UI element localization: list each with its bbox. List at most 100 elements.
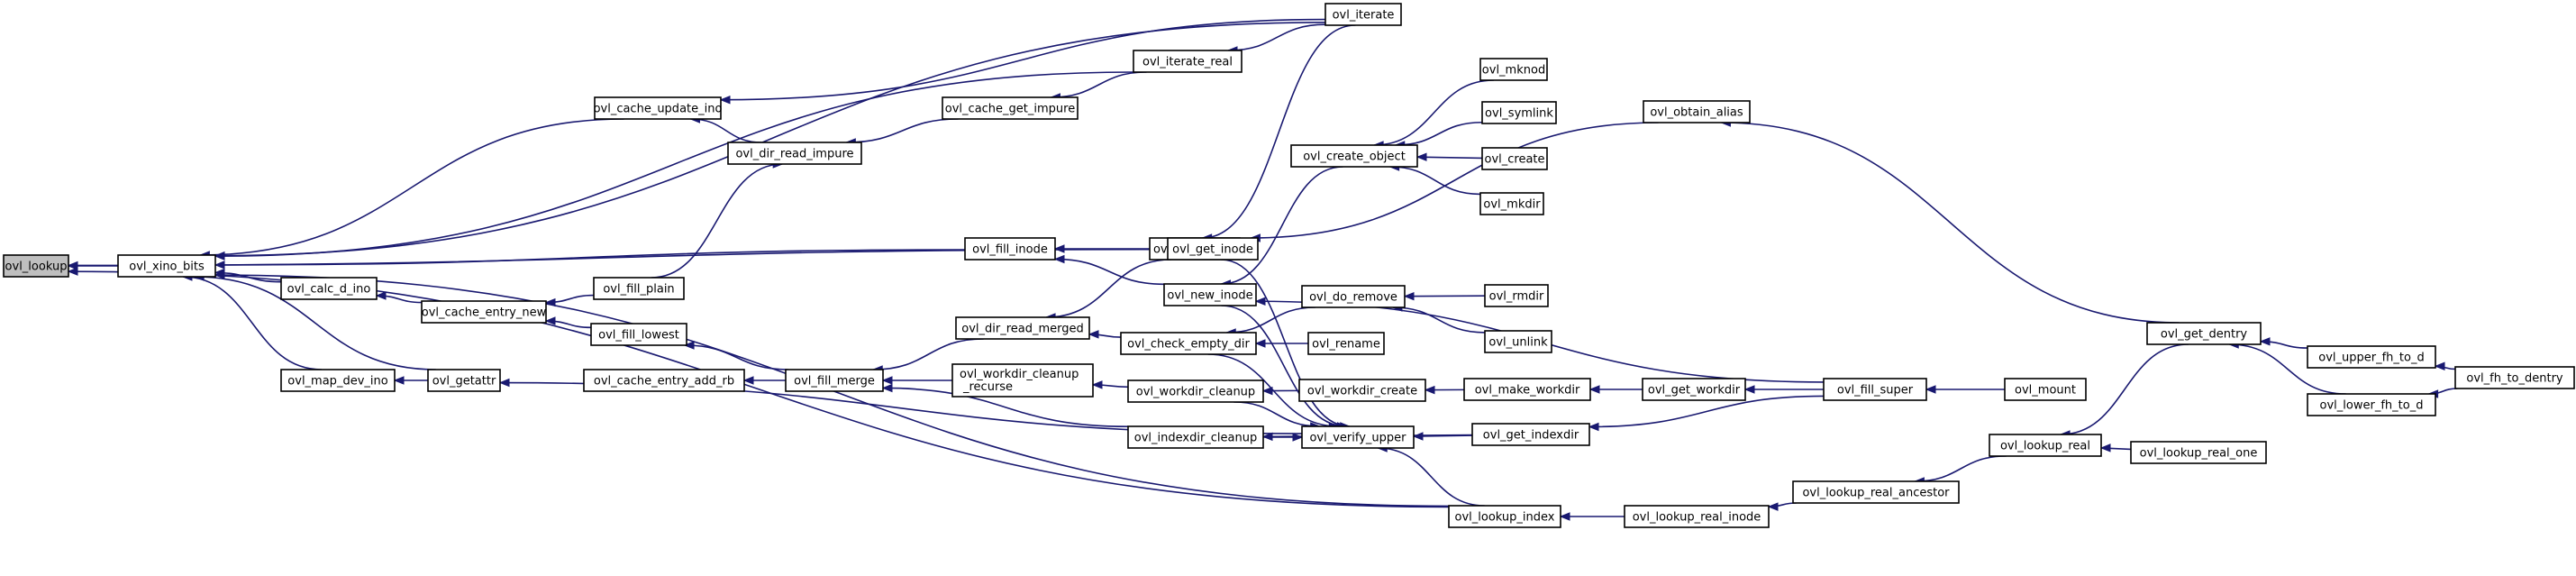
arrowhead (1767, 502, 1779, 511)
function-node-ovl-lookup-real-ancestor[interactable]: ovl_lookup_real_ancestor (1792, 480, 1960, 504)
node-label: ovl_get_dentry (2161, 328, 2248, 342)
function-node-ovl-get-inode[interactable]: ovl_get_inode (1167, 237, 1259, 261)
function-node-ovl-getattr[interactable]: ovl_getattr (427, 369, 501, 392)
function-node-ovl-check-empty-dir[interactable]: ovl_check_empty_dir (1120, 332, 1257, 355)
node-box (1792, 480, 1960, 504)
function-node-ovl-lookup-real-one[interactable]: ovl_lookup_real_one (2130, 441, 2267, 464)
edge-line (1221, 259, 1350, 427)
edge-line (1374, 79, 1494, 146)
arrowhead (67, 261, 78, 270)
node-label: ovl_workdir_create (1307, 385, 1417, 398)
function-node-ovl-obtain-alias[interactable]: ovl_obtain_alias (1643, 100, 1751, 123)
function-node-ovl-cache-entry-new[interactable]: ovl_cache_entry_new (421, 300, 547, 324)
arrowhead (2099, 443, 2111, 453)
node-label: ovl_iterate_real (1142, 56, 1233, 69)
function-node-ovl-fill-super[interactable]: ovl_fill_super (1823, 378, 1927, 401)
node-box (955, 316, 1090, 340)
arrowhead (1053, 244, 1065, 253)
function-node-ovl-fill-inode[interactable]: ovl_fill_inode (964, 237, 1056, 261)
call-edge (1588, 385, 1643, 394)
function-node-ovl-mknod[interactable]: ovl_mknod (1479, 58, 1548, 81)
function-node-ovl-map-dev-ino[interactable]: ovl_map_dev_ino (280, 369, 396, 392)
function-node-ovl-make-workdir[interactable]: ovl_make_workdir (1463, 378, 1591, 401)
function-node-ovl-new-inode[interactable]: ovl_new_inode (1163, 283, 1257, 306)
function-node-ovl-symlink[interactable]: ovl_symlink (1481, 101, 1557, 124)
node-label: ovl_create (1484, 153, 1544, 167)
function-node-ovl-lookup[interactable]: ovl_lookup (3, 254, 69, 278)
arrowhead (67, 267, 78, 276)
call-edge (719, 18, 1326, 105)
edge-line (1207, 353, 1339, 427)
function-node-ovl-fh-to-dentry[interactable]: ovl_fh_to_dentry (2454, 366, 2575, 389)
function-node-ovl-fill-lowest[interactable]: ovl_fill_lowest (590, 323, 687, 346)
function-node-ovl-lookup-real-inode[interactable]: ovl_lookup_real_inode (1624, 505, 1770, 528)
function-node-ovl-lower-fh-to-d[interactable]: ovl_lower_fh_to_d (2307, 393, 2436, 416)
call-edge (1053, 254, 1165, 286)
call-edge (651, 160, 784, 279)
function-node-ovl-lookup-index[interactable]: ovl_lookup_index (1448, 505, 1561, 528)
call-edge (683, 341, 788, 370)
function-node-ovl-mount[interactable]: ovl_mount (2004, 378, 2087, 401)
arrowhead (1415, 152, 1427, 161)
call-edge (2259, 337, 2308, 349)
call-edge (1091, 380, 1129, 389)
function-node-ovl-indexdir-cleanup[interactable]: ovl_indexdir_cleanup (1127, 425, 1264, 449)
function-node-ovl-create[interactable]: ovl_create (1481, 147, 1548, 170)
function-node-ovl-rmdir[interactable]: ovl_rmdir (1484, 284, 1549, 307)
node-box (2454, 366, 2575, 389)
edge-line (690, 118, 762, 143)
function-node-ovl-workdir-cleanup-recurse[interactable]: ovl_workdir_cleanup_recurse (951, 363, 1094, 398)
function-node-ovl-cache-update-ino[interactable]: ovl_cache_update_ino (594, 96, 723, 120)
call-edge (1376, 443, 1485, 507)
edge-line (214, 22, 1326, 257)
call-edge (1053, 244, 1168, 253)
edge-line (1046, 259, 1171, 318)
function-node-ovl-cache-get-impure[interactable]: ovl_cache_get_impure (942, 96, 1079, 120)
function-node-ovl-do-remove[interactable]: ovl_do_remove (1301, 285, 1406, 308)
call-edge (2099, 443, 2132, 453)
edge-line (882, 387, 1129, 428)
node-box (1642, 378, 1746, 401)
function-node-ovl-cache-entry-add-rb[interactable]: ovl_cache_entry_add_rb (583, 369, 745, 392)
function-node-ovl-calc-d-ino[interactable]: ovl_calc_d_ino (280, 277, 378, 300)
call-edge (544, 316, 592, 329)
edge-line (214, 71, 1134, 257)
function-node-ovl-mkdir[interactable]: ovl_mkdir (1479, 192, 1544, 215)
node-label: ovl_upper_fh_to_d (2318, 352, 2424, 365)
call-edge (1088, 330, 1122, 339)
function-node-ovl-create-object[interactable]: ovl_create_object (1290, 144, 1418, 168)
function-node-ovl-lookup-real[interactable]: ovl_lookup_real (1989, 434, 2102, 457)
node-label: ovl_dir_read_merged (961, 323, 1084, 336)
edge-line (214, 249, 966, 266)
function-node-ovl-get-workdir[interactable]: ovl_get_workdir (1642, 378, 1746, 401)
edge-line (1054, 258, 1165, 286)
node-label: ovl_fill_merge (794, 375, 875, 389)
node-box (951, 363, 1094, 398)
function-node-ovl-xino-bits[interactable]: ovl_xino_bits (117, 254, 216, 278)
node-label: ovl_get_inode (1172, 243, 1253, 257)
function-node-ovl-upper-fh-to-d[interactable]: ovl_upper_fh_to_d (2307, 345, 2436, 369)
function-node-ovl-dir-read-impure[interactable]: ovl_dir_read_impure (727, 142, 862, 165)
function-node-ovl-get-indexdir[interactable]: ovl_get_indexdir (1471, 423, 1590, 446)
node-box (1307, 332, 1385, 355)
node-label: ovl_workdir_cleanup_recurse (960, 368, 1079, 394)
function-node-ovl-rename[interactable]: ovl_rename (1307, 332, 1385, 355)
node-label: ovl_rename (1312, 338, 1380, 352)
function-node-ovl-dir-read-merged[interactable]: ovl_dir_read_merged (955, 316, 1090, 340)
function-node-ovl-unlink[interactable]: ovl_unlink (1484, 330, 1552, 353)
function-node-ovl-iterate-real[interactable]: ovl_iterate_real (1133, 50, 1242, 73)
node-box (1163, 283, 1257, 306)
call-edge (1391, 303, 1486, 334)
call-edge (1559, 512, 1625, 521)
function-node-ovl-iterate[interactable]: ovl_iterate (1324, 3, 1402, 26)
call-edge (1044, 259, 1171, 322)
arrowhead (1925, 385, 1936, 394)
node-box (1167, 237, 1259, 261)
function-node-ovl-workdir-cleanup[interactable]: ovl_workdir_cleanup (1127, 379, 1264, 403)
function-node-ovl-verify-upper[interactable]: ovl_verify_upper (1301, 425, 1415, 449)
function-node-ovl-fill-merge[interactable]: ovl_fill_merge (785, 369, 884, 392)
function-node-ovl-get-dentry[interactable]: ovl_get_dentry (2146, 322, 2262, 345)
edge-line (182, 276, 323, 370)
function-node-ovl-fill-plain[interactable]: ovl_fill_plain (593, 277, 685, 300)
function-node-ovl-workdir-create[interactable]: ovl_workdir_create (1298, 379, 1426, 402)
